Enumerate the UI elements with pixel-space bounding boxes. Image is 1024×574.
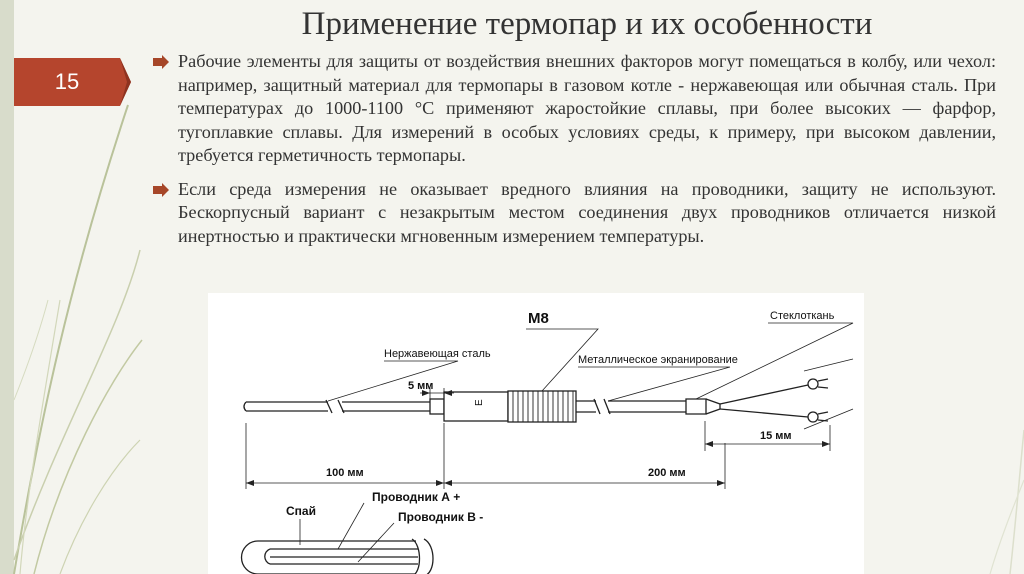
- thermocouple-diagram: Нержавеющая сталь М8 Стеклоткань Металли…: [208, 293, 864, 574]
- label-100mm: 100 мм: [326, 467, 364, 479]
- label-conductor-b: Проводник В -: [398, 510, 483, 524]
- label-metal-shielding: Металлическое экранирование: [578, 354, 738, 366]
- arrow-bullet-icon: [153, 182, 169, 197]
- bullet-text: Если среда измерения не оказывает вредно…: [178, 178, 996, 246]
- banner-shape: [14, 58, 131, 106]
- slide-number: 15: [54, 69, 80, 94]
- label-junction: Спай: [286, 504, 316, 518]
- label-e: E: [474, 399, 485, 406]
- label-5mm: 5 мм: [408, 380, 433, 392]
- bullet-text: Рабочие элементы для защиты от воздейств…: [178, 51, 996, 165]
- label-m8: М8: [528, 310, 549, 327]
- arrow-bullet-icon: [153, 55, 169, 69]
- thermocouple-drawing: Нержавеющая сталь М8 Стеклоткань Металли…: [240, 310, 854, 574]
- label-stainless-steel: Нержавеющая сталь: [384, 348, 491, 360]
- left-strip: [0, 0, 14, 574]
- slide-title: Применение термопар и их особенности: [301, 6, 873, 42]
- bullet-item: Рабочие элементы для защиты от воздейств…: [150, 50, 996, 168]
- label-conductor-a: Проводник А +: [372, 490, 460, 504]
- slide-number-banner: 15: [14, 58, 131, 106]
- label-fiberglass: Стеклоткань: [770, 310, 835, 322]
- bullet-item: Если среда измерения не оказывает вредно…: [150, 178, 996, 249]
- label-15mm: 15 мм: [760, 430, 792, 442]
- label-200mm: 200 мм: [648, 467, 686, 479]
- bullet-list: Рабочие элементы для защиты от воздейств…: [150, 50, 996, 258]
